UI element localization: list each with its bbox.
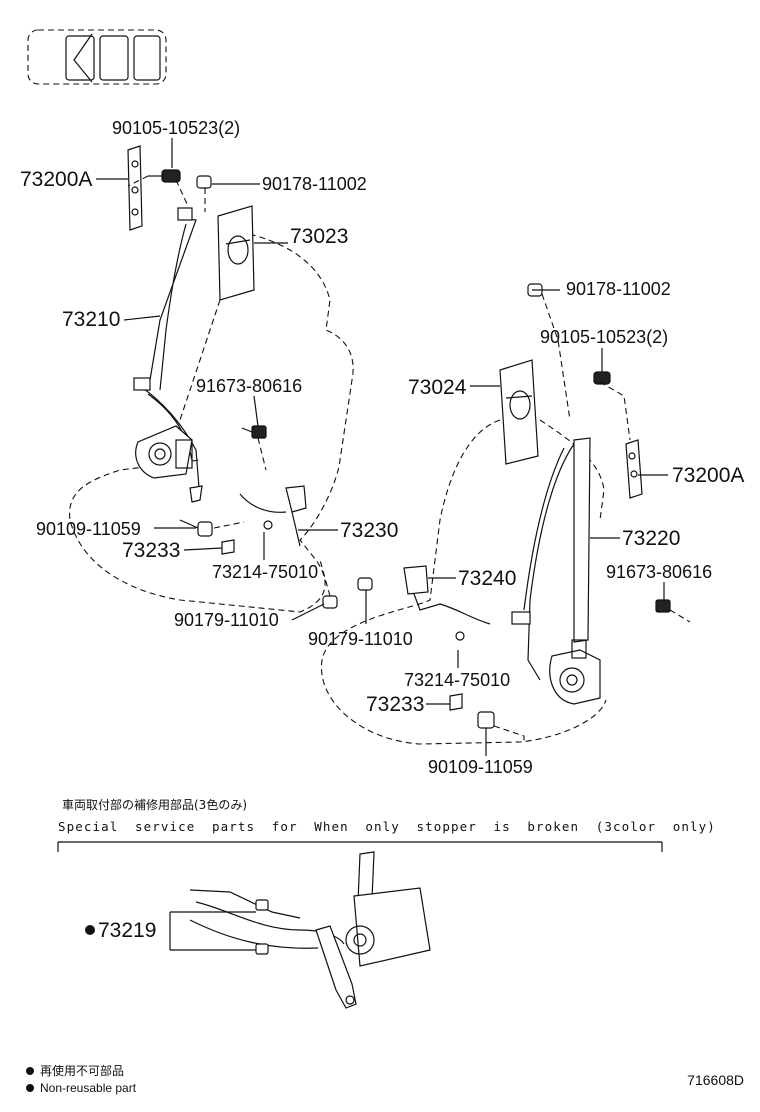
stopper-detail-73219 xyxy=(189,851,431,1009)
label-73214-right: 73214-75010 xyxy=(404,670,510,690)
right-seat-outline xyxy=(320,419,607,745)
anchor-bracket-left xyxy=(127,145,143,231)
label-91673-left: 91673-80616 xyxy=(196,376,302,396)
legend-english-text: Non-reusable part xyxy=(40,1081,137,1095)
non-reusable-dot-icon xyxy=(26,1084,34,1092)
clip-73233-right xyxy=(449,693,463,711)
label-90178-top: 90178-11002 xyxy=(262,174,367,194)
label-90105-right: 90105-10523(2) xyxy=(540,327,668,347)
bolt-91673-right xyxy=(655,599,671,613)
pillar-cover-73024 xyxy=(499,359,539,465)
label-73200A-right: 73200A xyxy=(672,464,744,487)
callout-leaders xyxy=(96,138,668,756)
bolt-91673-left xyxy=(241,425,267,439)
legend-english: Non-reusable part xyxy=(26,1081,136,1095)
label-73214-left: 73214-75010 xyxy=(212,562,318,582)
legend-japanese: 再使用不可部品 xyxy=(26,1062,124,1079)
special-parts-note-japanese: 車両取付部の補修用部品(3色のみ) xyxy=(62,798,247,812)
buckle-73230 xyxy=(239,485,307,547)
seatbelt-assembly-left xyxy=(133,207,203,503)
anchor-bracket-right xyxy=(625,439,643,499)
label-73230: 73230 xyxy=(340,519,398,542)
label-90109-right: 90109-11059 xyxy=(428,757,533,777)
label-73233-left: 73233 xyxy=(122,539,180,562)
bolt-90105-left xyxy=(148,169,181,183)
label-73220: 73220 xyxy=(622,527,680,550)
label-90109-left: 90109-11059 xyxy=(36,519,141,539)
label-90179-left: 90179-11010 xyxy=(174,610,279,630)
nut-90179-mid xyxy=(357,577,373,591)
seatbelt-assembly-right xyxy=(511,437,601,705)
bolt-90105-right xyxy=(593,371,611,385)
bolt-90109-right xyxy=(477,711,495,729)
label-91673-right: 91673-80616 xyxy=(606,562,712,582)
pillar-cover-73023 xyxy=(217,205,255,301)
label-90179-mid: 90179-11010 xyxy=(308,629,413,649)
label-73210: 73210 xyxy=(62,308,120,331)
special-parts-note-english: Special service parts for When only stop… xyxy=(58,819,716,834)
nut-90178-left xyxy=(196,175,212,189)
label-90105-top: 90105-10523(2) xyxy=(112,118,240,138)
label-73219: 73219 xyxy=(98,919,156,942)
left-seat-outline xyxy=(69,231,354,613)
callout-73219-bracket xyxy=(169,911,256,951)
label-73233-right: 73233 xyxy=(366,693,424,716)
vehicle-seat-layout-icon xyxy=(27,29,167,85)
nut-90179-left xyxy=(322,595,338,609)
legend-japanese-text: 再使用不可部品 xyxy=(40,1064,125,1078)
diagram-code: 716608D xyxy=(687,1072,744,1088)
label-73200A-left: 73200A xyxy=(20,168,92,191)
buckle-73240 xyxy=(403,565,491,641)
label-73023: 73023 xyxy=(290,225,348,248)
special-parts-bracket xyxy=(57,841,663,852)
bolt-90109-left xyxy=(179,519,213,537)
clip-73233-left xyxy=(221,539,235,555)
non-reusable-dot-icon xyxy=(26,1066,34,1075)
label-73024: 73024 xyxy=(408,376,467,399)
label-73240: 73240 xyxy=(458,567,516,590)
non-reusable-marker xyxy=(85,925,95,935)
label-90178-right: 90178-11002 xyxy=(566,279,671,299)
